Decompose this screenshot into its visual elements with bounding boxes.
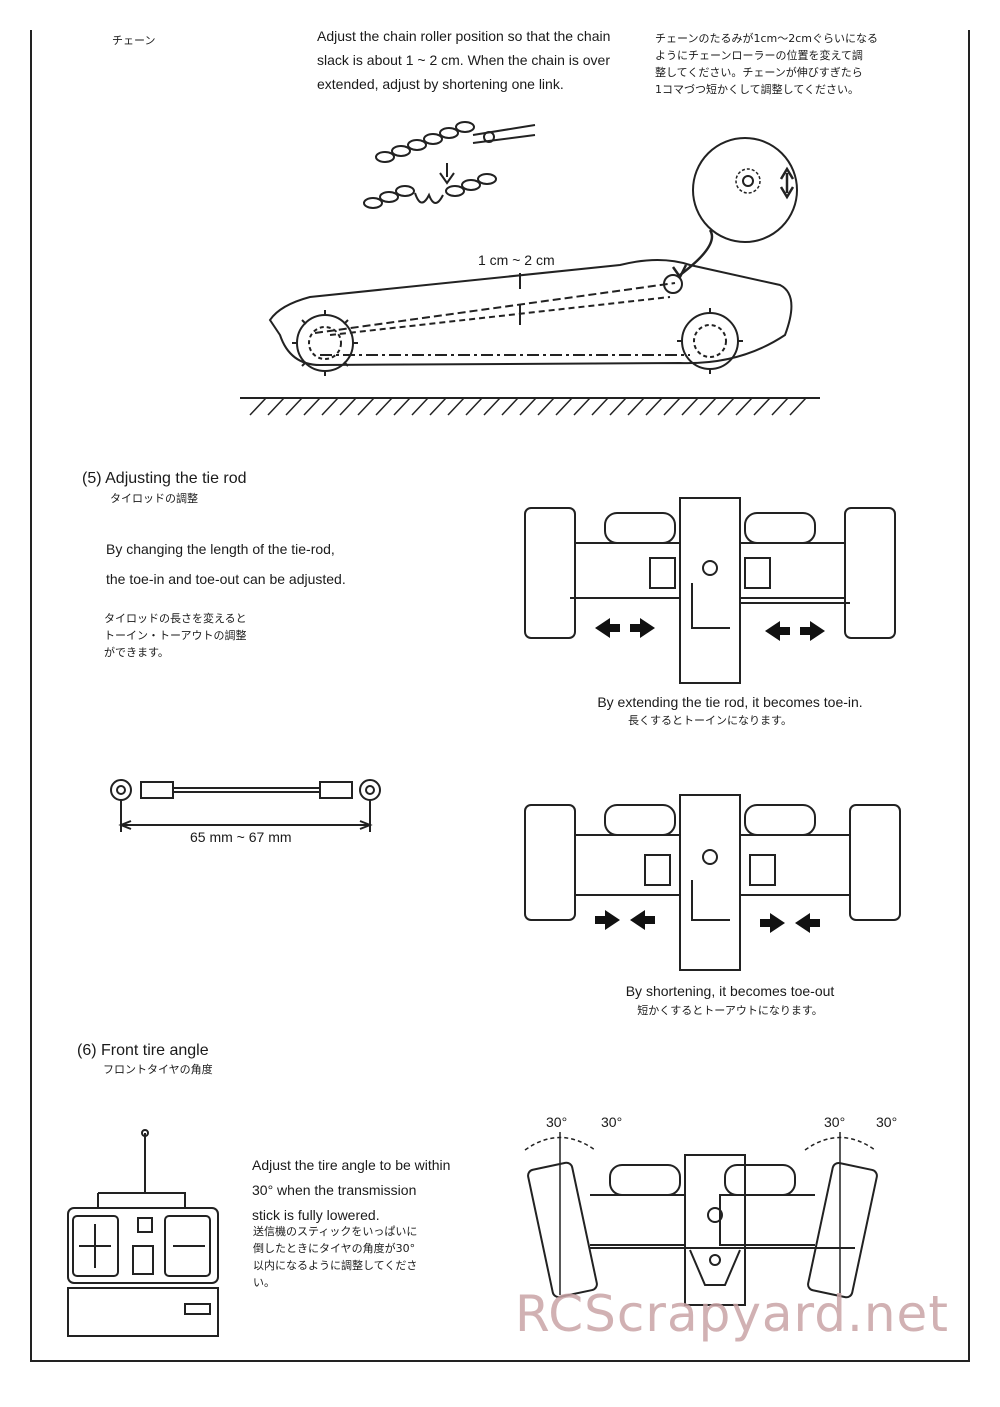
angle-label: 30° bbox=[876, 1114, 898, 1130]
section6-heading: (6) Front tire angle bbox=[77, 1042, 209, 1059]
right-tire bbox=[844, 507, 896, 639]
toe-in-front-end-diagram bbox=[524, 497, 896, 684]
text-line: チェーンのたるみが1cm〜2cmぐらいになる bbox=[655, 32, 878, 45]
section5-heading: (5) Adjusting the tie rod bbox=[82, 470, 247, 487]
right-tire bbox=[807, 1161, 878, 1299]
text-line: ようにチェーンローラーの位置を変えて調 bbox=[655, 49, 863, 62]
chain-link-illustration bbox=[363, 121, 536, 209]
text-line: い。 bbox=[253, 1276, 275, 1289]
text-line: 送信機のスティックをいっぱいに bbox=[253, 1225, 418, 1238]
left-tire bbox=[527, 1161, 598, 1299]
text-line: 30° when the transmission bbox=[252, 1182, 417, 1198]
buggy-side-view-diagram bbox=[240, 229, 820, 416]
section5-heading-jp: タイロッドの調整 bbox=[110, 492, 198, 505]
chain-instruction-jp: チェーンのたるみが1cm〜2cmぐらいになる ようにチェーンローラーの位置を変え… bbox=[655, 30, 905, 98]
toe-out-caption-jp: 短かくするとトーアウトになります。 bbox=[637, 1004, 823, 1017]
right-tire bbox=[849, 804, 901, 921]
chain-instruction-en: Adjust the chain roller position so that… bbox=[317, 24, 657, 96]
tire-angle-diagram bbox=[524, 1132, 878, 1306]
page-border-left bbox=[30, 30, 32, 1362]
toe-out-front-end-diagram bbox=[524, 794, 901, 971]
rear-sprocket-wheel bbox=[292, 310, 358, 376]
left-tire bbox=[524, 507, 576, 639]
text-line: タイロッドの長さを変えると bbox=[104, 612, 247, 625]
text-line: Adjust the chain roller position so that… bbox=[317, 28, 611, 44]
tie-rod-length-label: 65 mm ~ 67 mm bbox=[190, 829, 292, 845]
text-line: extended, adjust by shortening one link. bbox=[317, 76, 564, 92]
text-line: 以内になるように調整してくださ bbox=[253, 1259, 418, 1272]
chain-slack-label: 1 cm ~ 2 cm bbox=[478, 252, 555, 268]
section6-body-en: Adjust the tire angle to be within 30° w… bbox=[252, 1153, 450, 1228]
angle-label: 30° bbox=[546, 1114, 568, 1130]
section6-body-jp: 送信機のスティックをいっぱいに 倒したときにタイヤの角度が30° 以内になるよう… bbox=[253, 1223, 417, 1291]
chain-side-label: チェーン bbox=[112, 34, 156, 47]
site-watermark: RCScrapyard.net bbox=[515, 1285, 949, 1343]
section5-body-jp: タイロッドの長さを変えると トーイン・トーアウトの調整 ができます。 bbox=[104, 610, 247, 661]
text-line: slack is about 1 ~ 2 cm. When the chain … bbox=[317, 52, 610, 68]
transmitter-illustration bbox=[67, 1129, 219, 1337]
chain-lower-row bbox=[363, 173, 497, 209]
tie-rod-drawing bbox=[110, 779, 381, 832]
text-line: the toe-in and toe-out can be adjusted. bbox=[106, 571, 346, 587]
front-sprocket-wheel bbox=[677, 308, 743, 374]
section6-heading-jp: フロントタイヤの角度 bbox=[103, 1063, 213, 1076]
angle-label: 30° bbox=[601, 1114, 623, 1130]
text-line: 整してください。チェーンが伸びすぎたら bbox=[655, 66, 863, 79]
text-line: ができます。 bbox=[104, 646, 169, 659]
angle-label: 30° bbox=[824, 1114, 846, 1130]
toe-out-caption: By shortening, it becomes toe-out bbox=[625, 983, 835, 999]
text-line: Adjust the tire angle to be within bbox=[252, 1157, 451, 1173]
page-border-right bbox=[968, 30, 970, 1362]
roller-zoom-circle bbox=[692, 137, 798, 243]
text-line: stick is fully lowered. bbox=[252, 1207, 380, 1223]
text-line: 倒したときにタイヤの角度が30° bbox=[253, 1242, 416, 1255]
page-border-bottom bbox=[30, 1360, 970, 1362]
section5-body-en: By changing the length of the tie-rod, t… bbox=[106, 534, 346, 594]
text-line: By changing the length of the tie-rod, bbox=[106, 541, 335, 557]
left-tire bbox=[524, 804, 576, 921]
chain-upper-row bbox=[375, 121, 475, 163]
text-line: トーイン・トーアウトの調整 bbox=[104, 629, 247, 642]
toe-in-caption-jp: 長くするとトーインになります。 bbox=[628, 714, 792, 727]
text-line: 1コマづつ短かくして調整してください。 bbox=[655, 83, 860, 96]
toe-in-caption: By extending the tie rod, it becomes toe… bbox=[597, 694, 863, 710]
